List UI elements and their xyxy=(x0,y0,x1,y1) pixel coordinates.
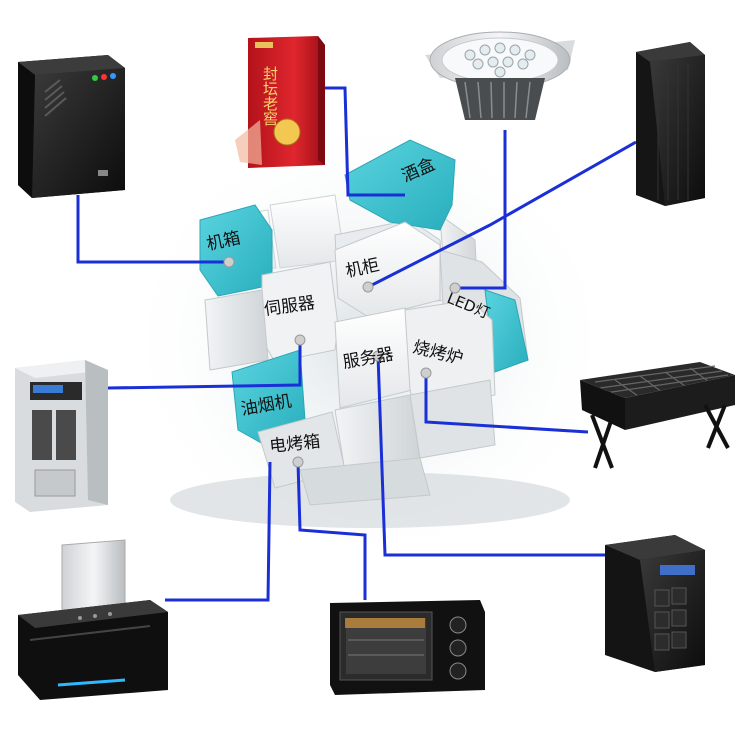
dot-kaolu xyxy=(420,367,432,379)
dot-jixiang xyxy=(223,256,235,268)
range-hood-image xyxy=(18,539,168,700)
wine-brand-text: 封坛老窖 xyxy=(261,66,279,126)
connector-jixiang xyxy=(76,195,228,264)
servo-drive-image xyxy=(15,360,108,512)
bbq-grill-image xyxy=(580,362,735,469)
connector-kaolu xyxy=(424,373,589,434)
rubiks-cube xyxy=(199,139,529,506)
cube-block-jigui xyxy=(334,221,441,319)
cube-block xyxy=(204,289,269,371)
connector-lines xyxy=(76,86,637,602)
computer-case-image xyxy=(18,55,125,198)
tower-server-image xyxy=(605,535,705,672)
connector-jigui xyxy=(367,140,637,289)
electric-oven-image xyxy=(330,600,485,695)
connector-sifuqi xyxy=(107,345,302,390)
connector-dots xyxy=(223,256,461,468)
dot-diankaoxiang xyxy=(292,456,304,468)
connector-led xyxy=(455,130,507,290)
cube-block xyxy=(269,194,346,269)
cube-block xyxy=(409,379,496,459)
led-downlight-image xyxy=(425,31,575,120)
server-rack-image xyxy=(636,42,705,206)
dot-jigui xyxy=(362,281,374,293)
connector-youyanji xyxy=(165,461,272,602)
connector-diankaoxiang xyxy=(296,461,367,600)
dot-sifuqi xyxy=(294,334,306,346)
cube-block xyxy=(299,457,431,506)
wine-box-image: 封坛老窖 xyxy=(235,36,325,168)
dot-led xyxy=(449,282,461,294)
cube-block-jiuhe xyxy=(344,139,456,231)
connector-jiuhe xyxy=(320,86,405,197)
dot-fuwuqi xyxy=(372,350,384,362)
connector-fuwuqi xyxy=(376,354,610,557)
